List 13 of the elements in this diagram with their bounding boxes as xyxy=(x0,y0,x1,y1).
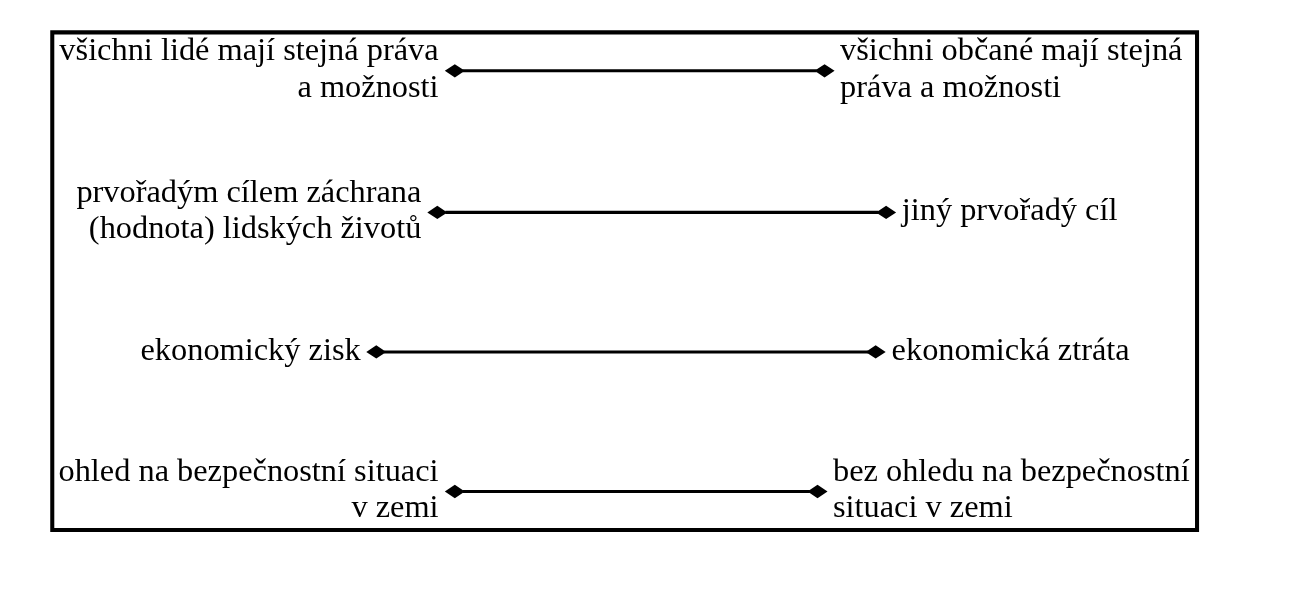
node-text: prvořadým cílem záchrana (hodnota) lidských životů xyxy=(75,172,421,246)
connector xyxy=(426,205,896,220)
node-text: všichni lidé mají stejná práva a možnosti xyxy=(58,31,439,104)
connector xyxy=(444,64,835,78)
node-text: ekonomická ztráta xyxy=(891,330,1130,367)
node-text: bez ohledu na bezpečnostní situaci v zemi xyxy=(832,451,1190,525)
connector xyxy=(444,484,828,499)
connector xyxy=(365,345,886,359)
node-text: jiný prvořadý cíl xyxy=(901,191,1117,228)
node-text: ohled na bezpečnostní situaci v zemi xyxy=(57,451,439,525)
cluster xyxy=(49,30,1199,532)
node-text: všichni občané mají stejná práva a možnosti xyxy=(839,31,1182,104)
node-text: ekonomický zisk xyxy=(140,330,361,367)
